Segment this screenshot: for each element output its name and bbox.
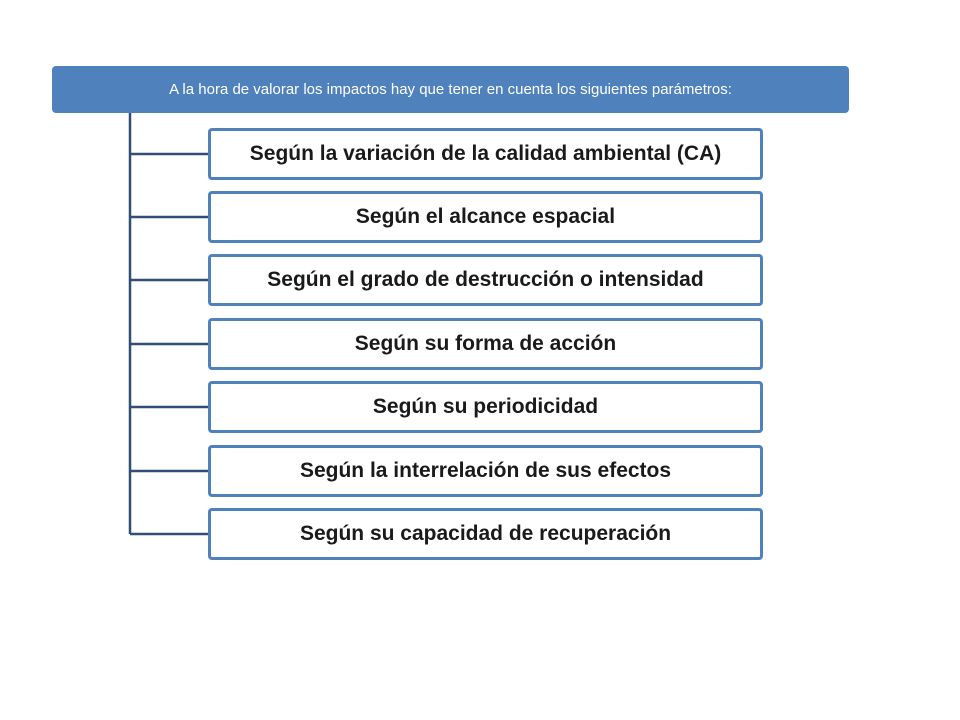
item-node-calidad-ambiental: Según la variación de la calidad ambient… <box>208 128 763 180</box>
item-node-grado-destruccion: Según el grado de destrucción o intensid… <box>208 254 763 306</box>
item-node-capacidad-recuperacion: Según su capacidad de recuperación <box>208 508 763 560</box>
item-node-forma-accion: Según su forma de acción <box>208 318 763 370</box>
item-node-alcance-espacial: Según el alcance espacial <box>208 191 763 243</box>
root-node: A la hora de valorar los impactos hay qu… <box>52 66 849 113</box>
item-node-periodicidad: Según su periodicidad <box>208 381 763 433</box>
item-node-interrelacion-efectos: Según la interrelación de sus efectos <box>208 445 763 497</box>
